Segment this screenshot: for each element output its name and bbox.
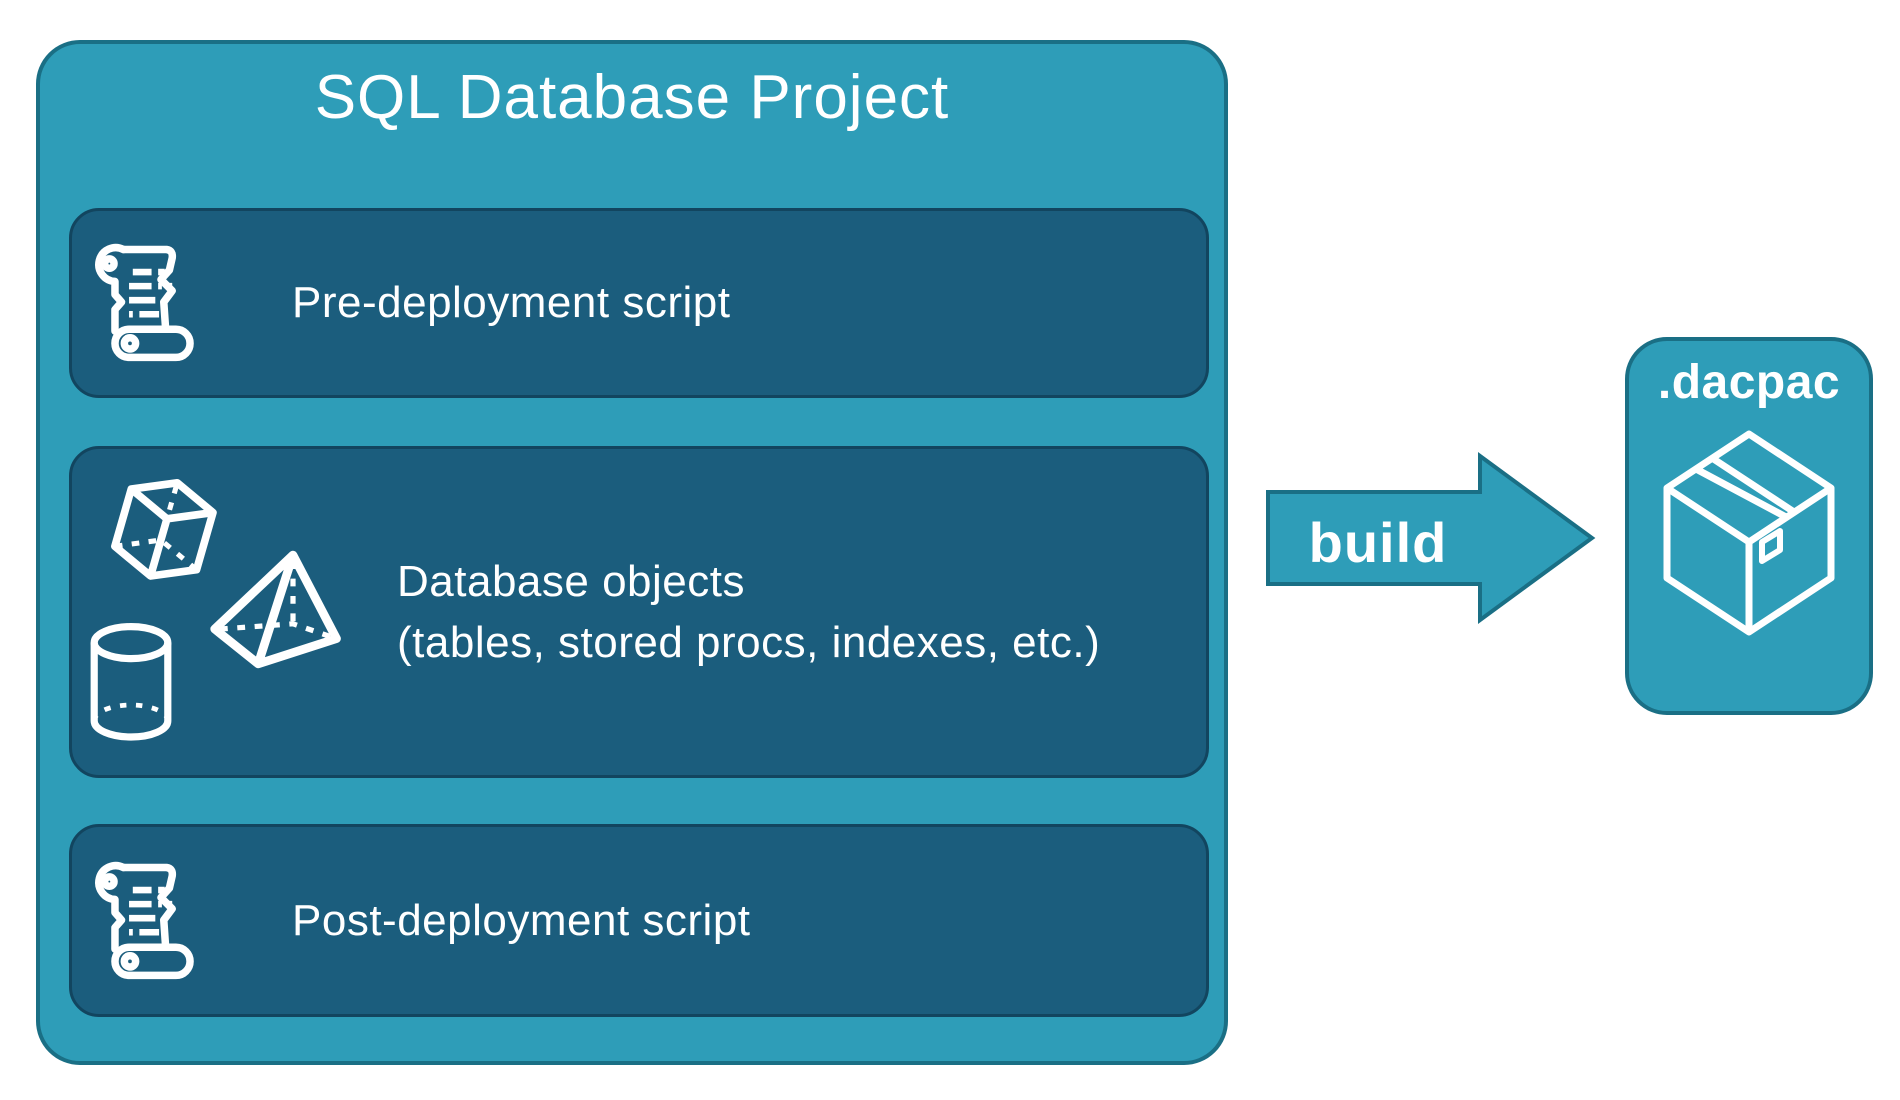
page-title: SQL Database Project	[314, 63, 950, 132]
build-arrow	[1266, 452, 1596, 624]
database-objects-line1: Database objects	[397, 557, 745, 606]
sql-database-project-box: SQL Database Project Pre-deploymen	[36, 40, 1228, 1065]
scroll-icon	[95, 861, 194, 979]
scroll-icon	[95, 243, 194, 362]
post-deployment-label: Post-deployment script	[292, 895, 751, 945]
pre-deployment-label: Pre-deployment script	[292, 278, 731, 327]
pre-deployment-panel: Pre-deployment script	[69, 208, 1209, 398]
dacpac-title: .dacpac	[1657, 356, 1841, 409]
cube-icon	[111, 479, 217, 580]
database-objects-label: Database objects (tables, stored procs, …	[397, 551, 1100, 673]
package-icon	[1663, 430, 1835, 636]
dacpac-box: .dacpac	[1625, 337, 1873, 715]
3d-shapes-icon	[90, 479, 341, 741]
build-label: build	[1308, 510, 1448, 574]
database-objects-line2: (tables, stored procs, indexes, etc.)	[397, 618, 1101, 667]
post-deployment-panel: Post-deployment script	[69, 824, 1209, 1017]
pyramid-icon	[210, 550, 341, 669]
database-objects-panel: Database objects (tables, stored procs, …	[69, 446, 1209, 778]
cylinder-icon	[90, 623, 172, 741]
